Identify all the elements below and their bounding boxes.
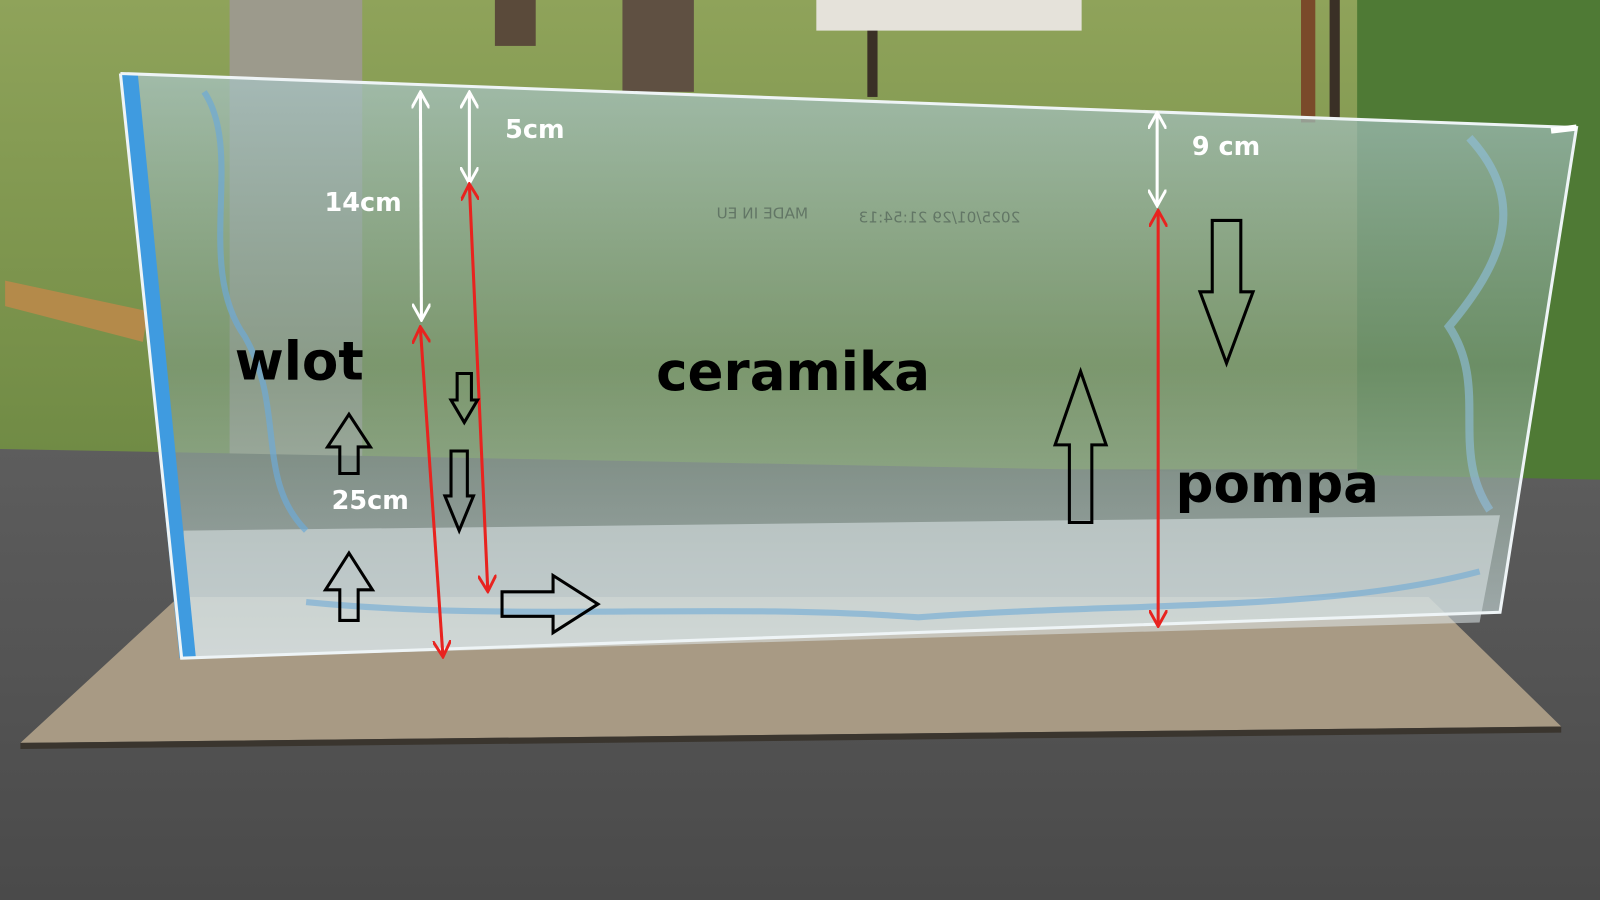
flow-up-arrow-icon bbox=[1052, 366, 1109, 524]
tree-trunk bbox=[622, 0, 694, 92]
measure-25cm-label: 25cm bbox=[332, 486, 409, 516]
flow-down-arrow-icon bbox=[442, 449, 476, 535]
tree-trunk bbox=[494, 0, 536, 46]
inlet-label: wlot bbox=[235, 331, 364, 393]
measure-5cm-label: 5cm bbox=[505, 115, 564, 145]
wood-board bbox=[5, 280, 148, 342]
flow-down-arrow-icon bbox=[1197, 218, 1256, 368]
cardboard-edge bbox=[20, 726, 1562, 749]
measure-25cm-arrow bbox=[420, 329, 442, 656]
measure-14cm-label: 14cm bbox=[324, 188, 401, 218]
flow-up-arrow-icon bbox=[322, 550, 376, 622]
flow-down-arrow-icon bbox=[448, 371, 481, 426]
flow-up-arrow-icon bbox=[324, 411, 374, 475]
pump-label: pompa bbox=[1176, 453, 1379, 515]
bags bbox=[816, 0, 1082, 31]
post bbox=[1329, 0, 1340, 118]
ceramic-label: ceramika bbox=[656, 341, 930, 403]
inlet-depth-arrow bbox=[469, 186, 487, 590]
flow-right-arrow-icon bbox=[500, 572, 601, 636]
measure-14cm-arrow bbox=[420, 94, 421, 318]
measure-9cm-label: 9 cm bbox=[1192, 132, 1260, 162]
post bbox=[867, 0, 878, 97]
post bbox=[1301, 0, 1316, 123]
glass-print-made-in: MADE IN EU bbox=[717, 204, 809, 222]
glass-print-timestamp: 2025/01/29 21:54:13 bbox=[859, 208, 1021, 226]
